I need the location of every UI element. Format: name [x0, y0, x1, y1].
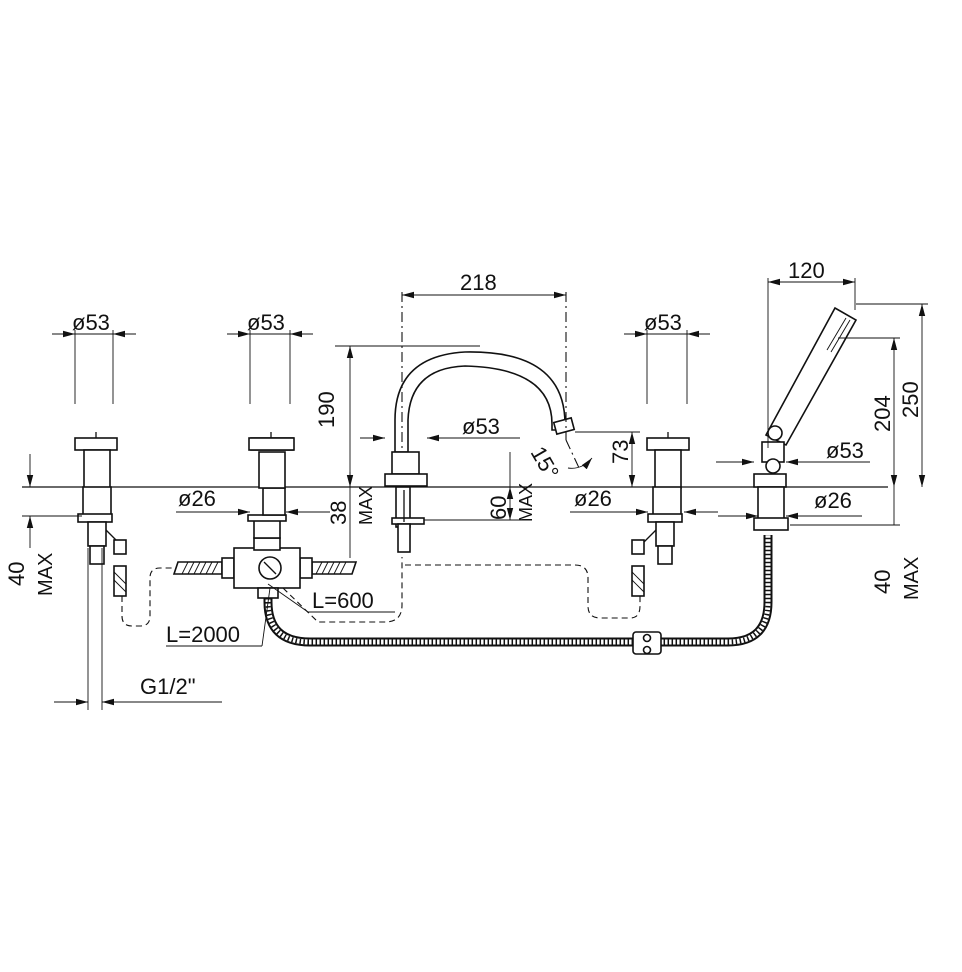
- bath-spout: [384, 351, 576, 553]
- dim-d26-shower: ø26: [814, 488, 852, 513]
- hand-shower: [753, 306, 858, 531]
- dim-73: 73: [608, 440, 633, 464]
- dim-120: 120: [788, 258, 825, 283]
- dim-d53-center-left: ø53: [247, 310, 285, 335]
- dim-60: 60: [486, 496, 511, 520]
- dim-40-left-max: MAX: [35, 553, 57, 596]
- dim-40-left: 40: [4, 562, 29, 586]
- dim-15-deg: 15°: [526, 442, 564, 483]
- dim-40-right: 40: [870, 570, 895, 594]
- dim-d26-right: ø26: [574, 486, 612, 511]
- supply-line-right: [405, 564, 641, 619]
- dim-190: 190: [314, 391, 339, 428]
- dim-38: 38: [326, 501, 351, 525]
- dim-d53-shower: ø53: [826, 438, 864, 463]
- dim-G1-2: G1/2": [140, 674, 196, 699]
- supply-line-left: [121, 567, 180, 627]
- flexible-hoses: [121, 535, 773, 647]
- dim-d53-right: ø53: [644, 310, 682, 335]
- hose-left-in: [172, 561, 223, 575]
- hose-coupling: [632, 631, 662, 655]
- dimension-labels: ø53 ø53 ø53 218 120 190 ø53 15° 73 ø26 3…: [4, 258, 923, 699]
- dimension-lines: [22, 278, 928, 710]
- dim-L600: L=600: [312, 588, 374, 613]
- hose-600-path: [282, 557, 403, 623]
- dim-38-max: MAX: [356, 486, 376, 525]
- cross-handles: [95, 432, 669, 438]
- dim-204: 204: [870, 395, 895, 432]
- dim-L2000: L=2000: [166, 622, 240, 647]
- dim-250: 250: [898, 381, 923, 418]
- dim-d53-spout: ø53: [462, 414, 500, 439]
- dim-218: 218: [460, 270, 497, 295]
- diverter-valve: [221, 437, 313, 599]
- valve-left: [74, 437, 127, 597]
- dim-d53-left: ø53: [72, 310, 110, 335]
- hose-right-in: [311, 561, 358, 575]
- valve-center-left: [248, 437, 295, 451]
- dim-60-max: MAX: [516, 483, 536, 522]
- valve-right: [631, 437, 690, 597]
- dim-40-right-max: MAX: [901, 557, 923, 600]
- center-lines: [401, 292, 581, 471]
- dim-d26-left: ø26: [178, 486, 216, 511]
